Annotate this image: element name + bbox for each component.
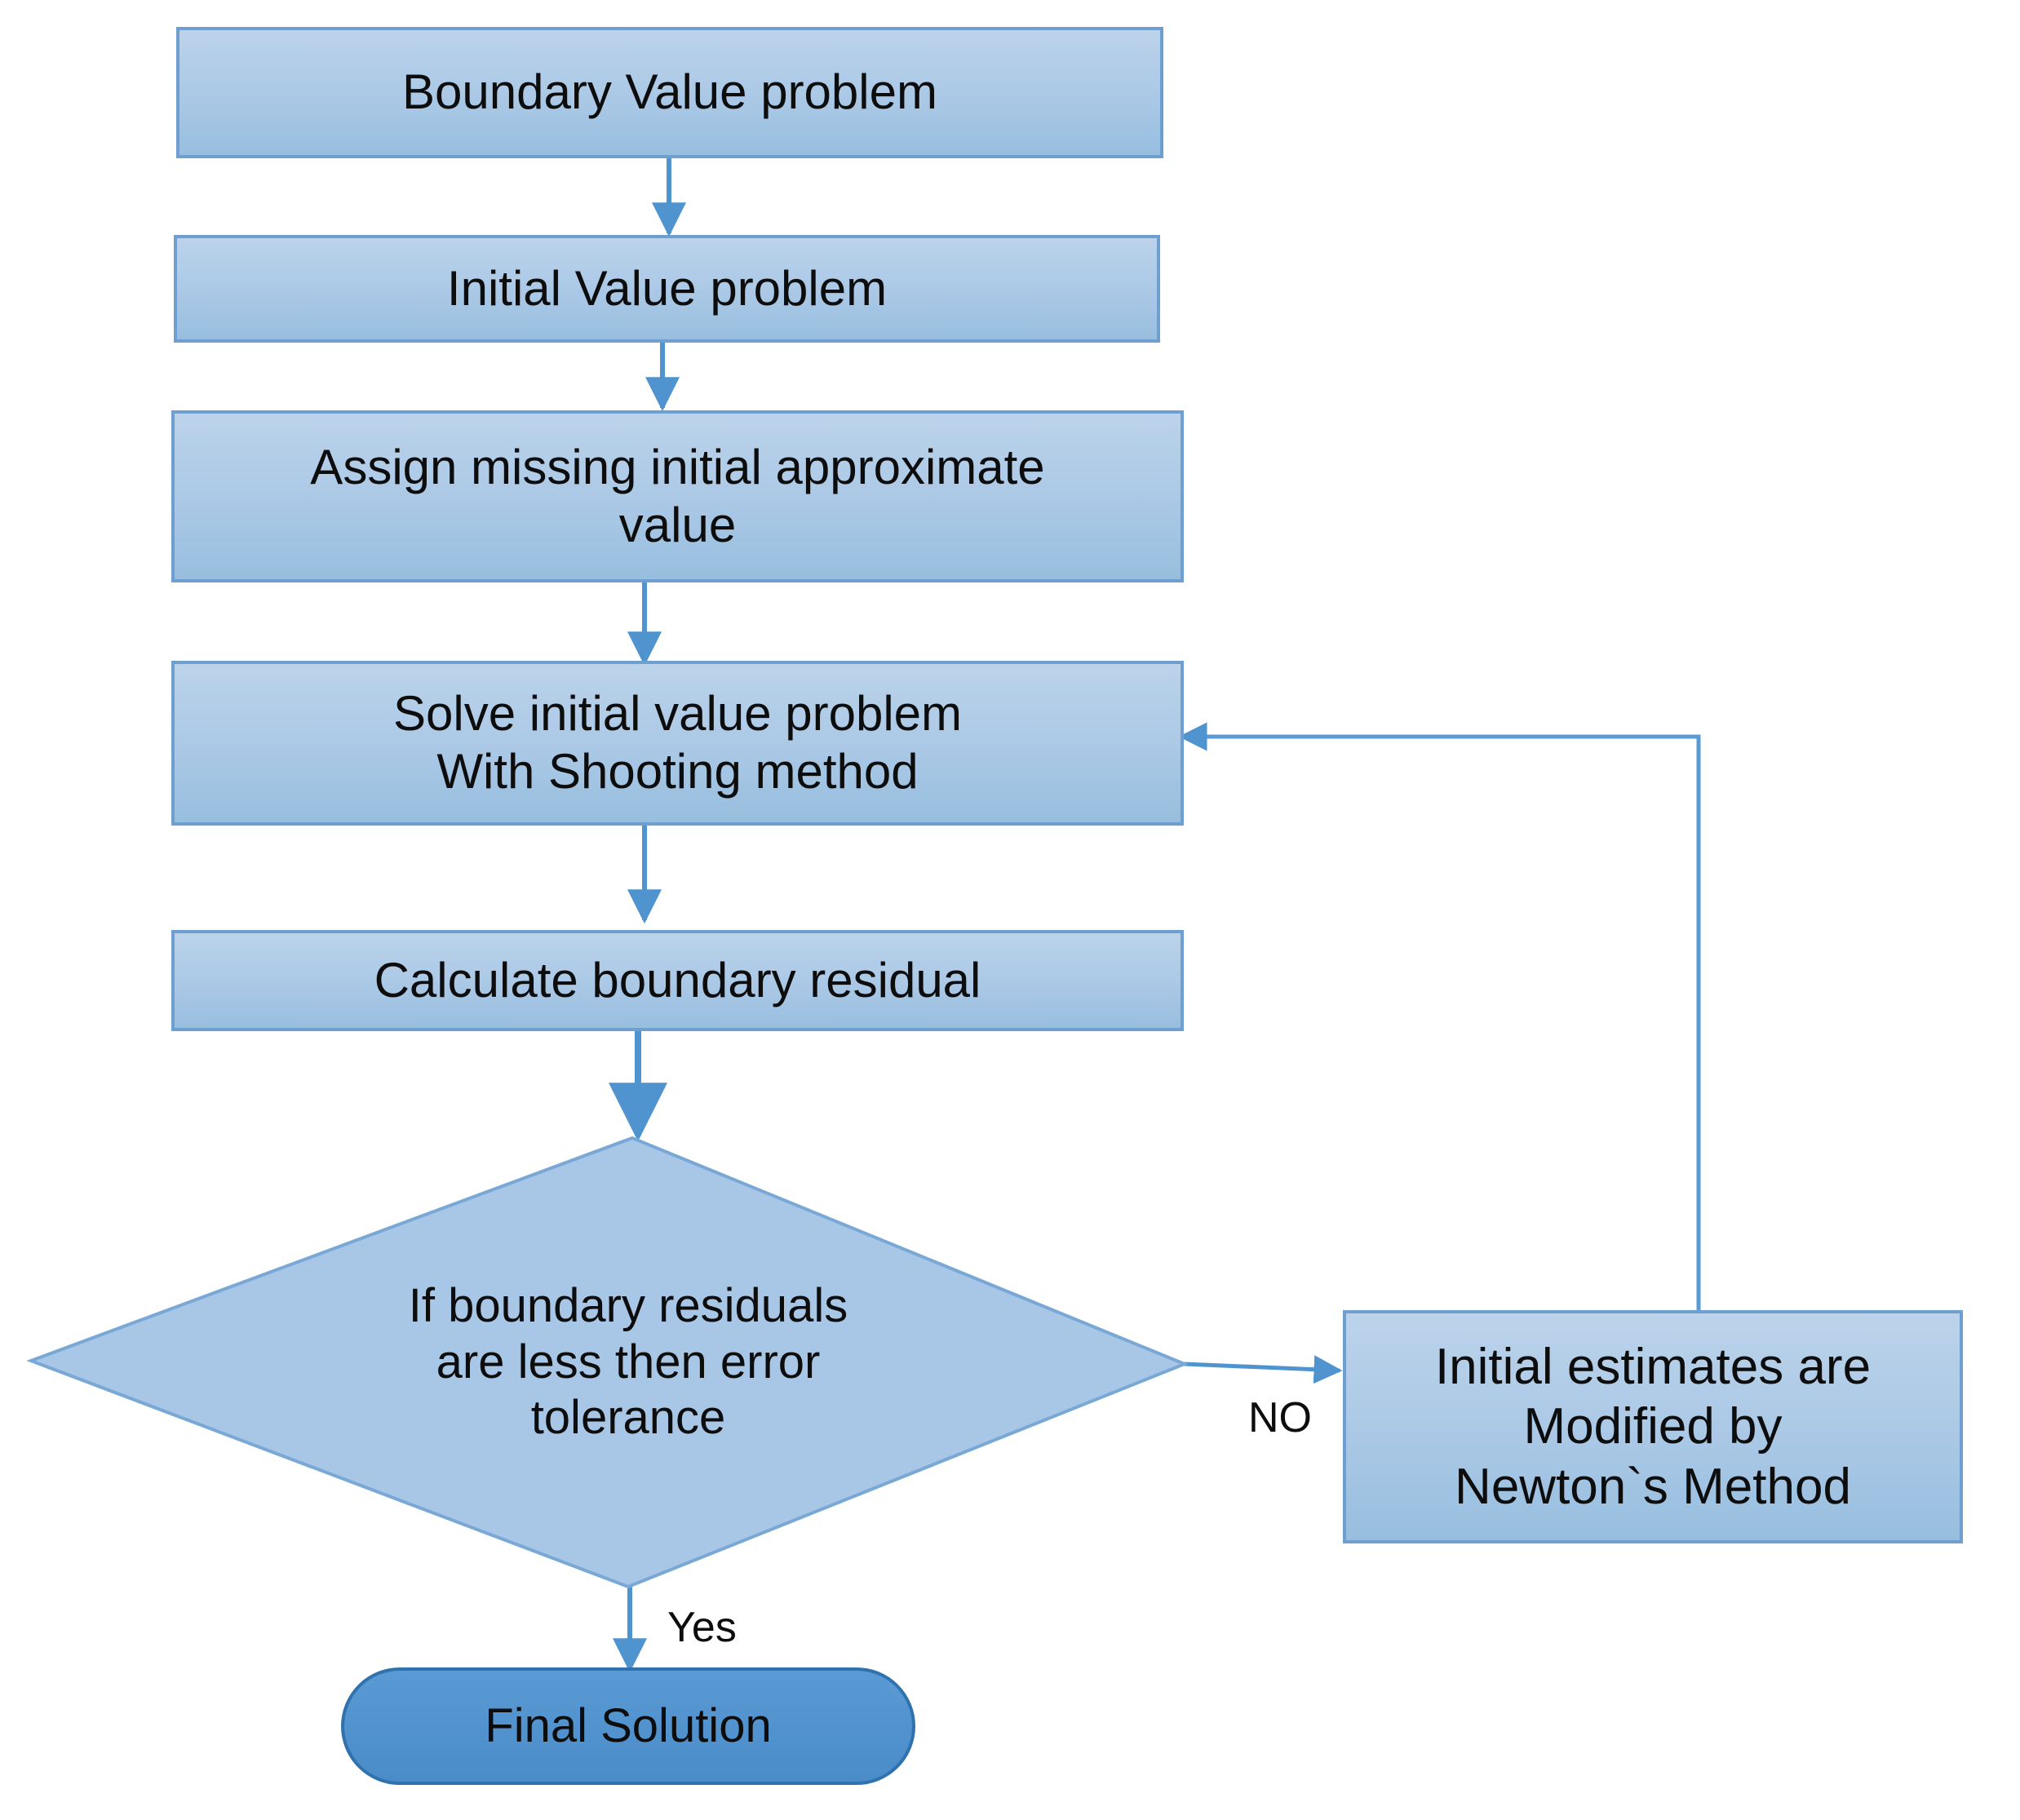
node-solve-shooting[interactable] — [171, 661, 1184, 826]
node-initial-value-problem[interactable] — [174, 235, 1160, 343]
edge-decision-to-newton — [1184, 1355, 1343, 1384]
edge-label-no: NO — [1248, 1394, 1312, 1441]
edge-newton-to-solve-feedback — [1178, 722, 1701, 1312]
node-newton-modify[interactable] — [1343, 1310, 1963, 1543]
node-calculate-residual[interactable] — [171, 930, 1184, 1031]
connector-group — [609, 157, 1701, 1673]
node-residual-check[interactable] — [26, 1136, 1189, 1589]
node-boundary-value-problem[interactable] — [176, 27, 1163, 158]
node-final-solution[interactable] — [341, 1667, 915, 1785]
edge-label-yes: Yes — [667, 1604, 737, 1651]
node-assign-missing-value[interactable] — [171, 410, 1184, 582]
